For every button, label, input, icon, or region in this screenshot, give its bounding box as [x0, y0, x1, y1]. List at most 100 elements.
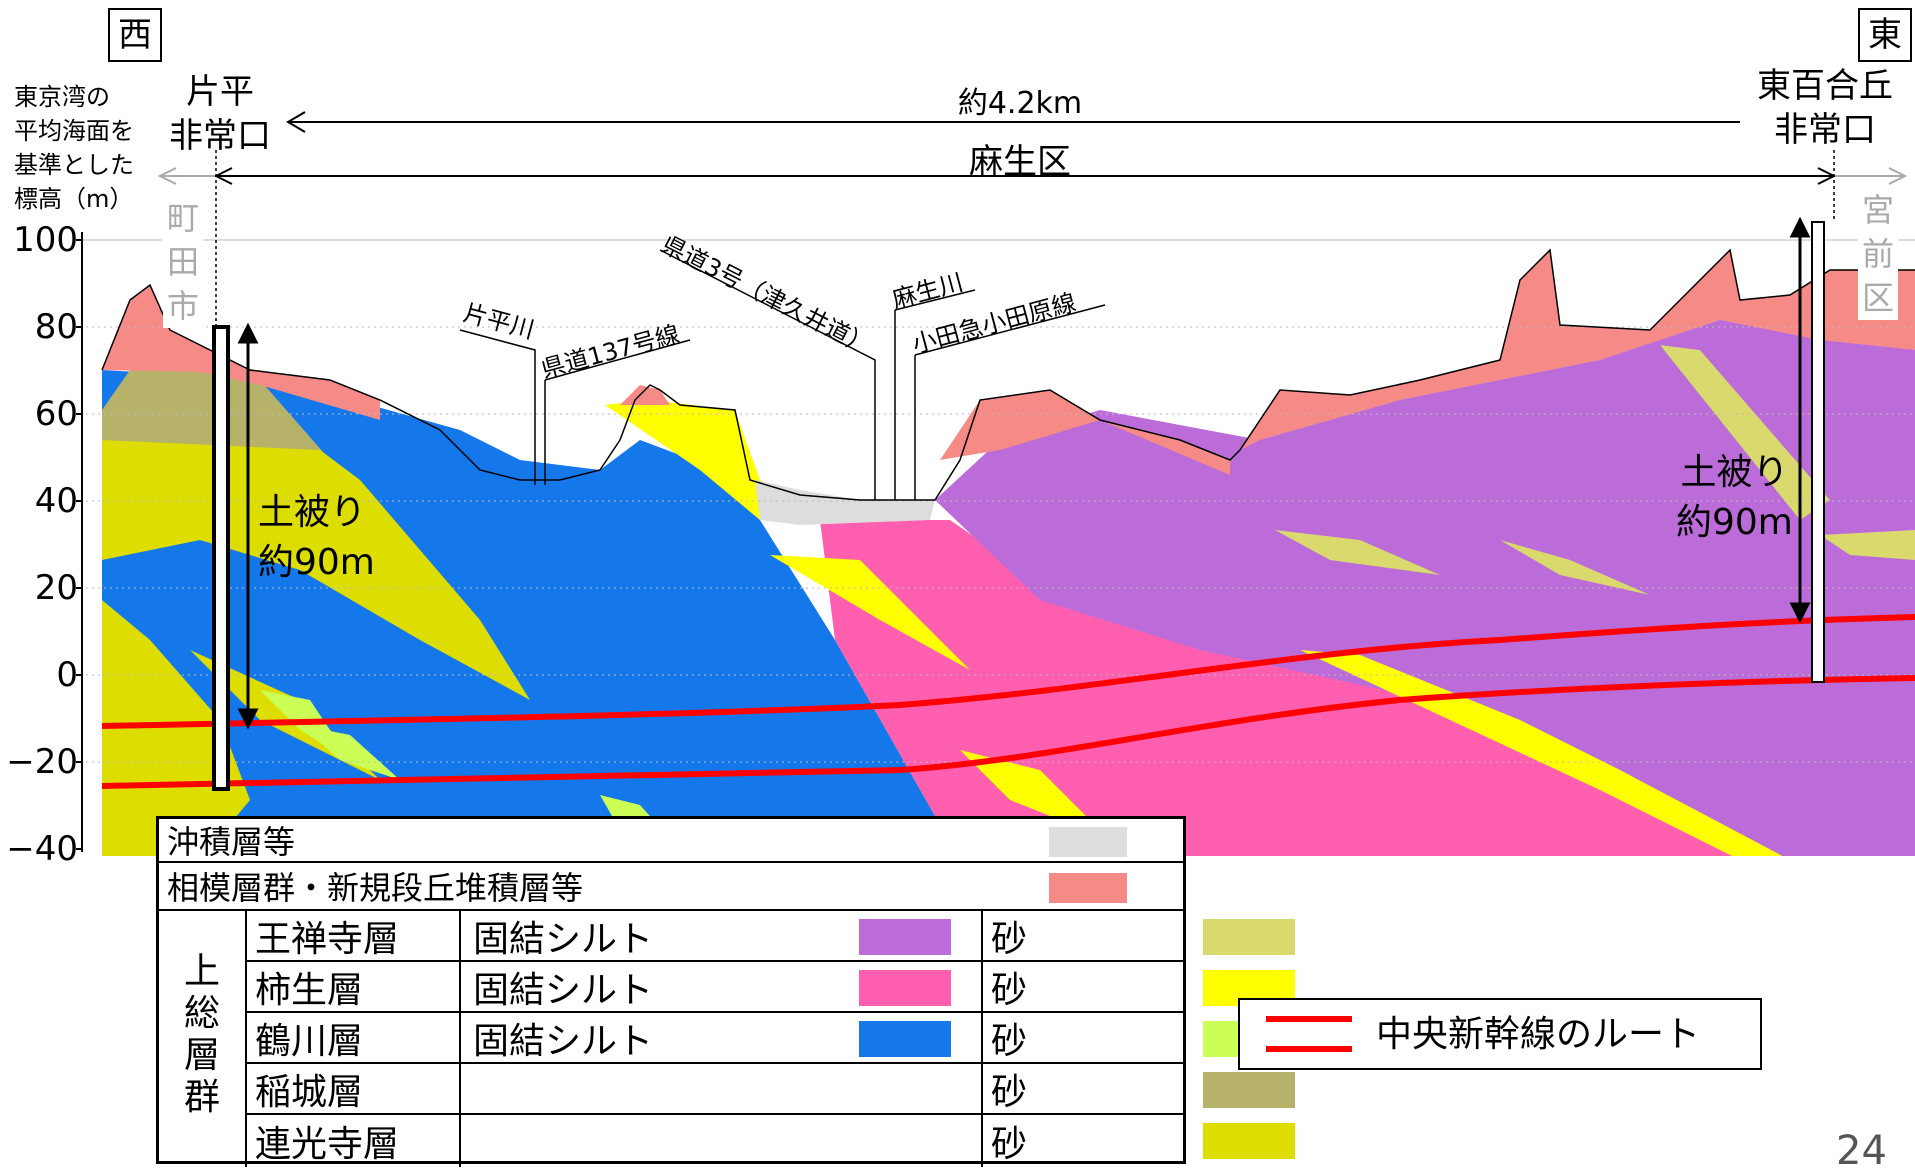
kakio-silt-lower	[860, 560, 1754, 856]
legend-group-char: 総	[183, 993, 220, 1034]
legend-formation-name: 連光寺層	[247, 1115, 461, 1167]
west-portal-line1: 片平	[186, 72, 254, 112]
west-cover-line2: 約90m	[258, 542, 375, 583]
west-neighbor-ward: 町 田 市	[163, 196, 203, 328]
renkoji-sand-layer	[102, 600, 250, 856]
legend-silt-label: 固結シルト	[473, 1020, 654, 1062]
y-tick-label: 20	[34, 568, 78, 608]
route-legend: 中央新幹線のルート	[1238, 998, 1762, 1070]
alluvium-layer	[755, 480, 935, 525]
legend-row-renkoji: 連光寺層 砂	[247, 1115, 1295, 1167]
sagami-layer	[940, 390, 1230, 475]
east-cover-line2: 約90m	[1676, 502, 1793, 543]
elevation-axis-title-line: 東京湾の	[14, 83, 110, 111]
east-portal-line1: 東百合丘	[1757, 66, 1893, 106]
y-tick-label: −40	[6, 829, 78, 869]
legend-row-tsurukawa: 鶴川層 固結シルト 砂	[247, 1013, 1295, 1064]
ozenji-sand-lens	[1500, 540, 1650, 595]
y-tick-label: 60	[34, 394, 78, 434]
legend-ozenji-silt-swatch	[859, 919, 951, 955]
west-neighbor-char: 田	[166, 243, 199, 281]
legend-row-ozenji: 王禅寺層 固結シルト 砂	[247, 911, 1295, 962]
elevation-axis-title-line: 基準とした	[14, 151, 134, 179]
legend-formation-name: 鶴川層	[247, 1013, 461, 1062]
y-tick-label: 40	[34, 481, 78, 521]
west-direction-box: 西	[108, 8, 162, 62]
west-portal-label: 片平 非常口	[160, 70, 280, 158]
ozenji-sand-lens	[1660, 345, 1830, 520]
legend-alluvium-label: 沖積層等	[167, 823, 296, 861]
legend-sand-label: 砂	[981, 962, 1186, 1011]
legend-ozenji-sand-swatch	[1203, 919, 1295, 955]
east-direction-box: 東	[1858, 8, 1912, 62]
sagami-layer	[102, 285, 380, 420]
east-direction-label: 東	[1868, 15, 1902, 55]
route-line-lower	[101, 675, 1915, 789]
legend-renkoji-sand-swatch	[1203, 1123, 1295, 1159]
east-cover-line1: 土被り	[1680, 452, 1789, 493]
tsurukawa-sand-lens	[300, 725, 400, 780]
route-line-upper	[101, 614, 1915, 729]
legend-row-inagi: 稲城層 砂	[247, 1064, 1295, 1115]
route-legend-label: 中央新幹線のルート	[1376, 1014, 1701, 1055]
legend-group-char: 層	[183, 1035, 220, 1076]
legend-formation-name: 稲城層	[247, 1064, 461, 1113]
legend-row-kakio: 柿生層 固結シルト 砂	[247, 962, 1295, 1013]
legend-silt-label: 固結シルト	[473, 969, 654, 1011]
legend-formation-name: 王禅寺層	[247, 911, 461, 960]
west-shaft	[212, 325, 230, 791]
east-cover-arrow	[1789, 216, 1811, 624]
legend-sand-label: 砂	[981, 911, 1186, 960]
legend-kakio-silt-swatch	[859, 970, 951, 1006]
legend-alluvium-swatch	[1049, 827, 1127, 857]
elevation-axis-title: 東京湾の 平均海面を 基準とした 標高（m）	[14, 80, 164, 216]
ozenji-silt-layer	[1230, 320, 1915, 500]
west-portal-line2: 非常口	[169, 116, 271, 156]
legend-sagami-label: 相模層群・新規段丘堆積層等	[167, 869, 584, 907]
y-tick-label: 80	[34, 307, 78, 347]
y-tick-label: 0	[56, 655, 78, 695]
route-legend-line-upper	[1266, 1016, 1352, 1022]
distance-arrow	[286, 111, 1740, 133]
feature-leaders	[459, 249, 1106, 500]
legend-silt-label: 固結シルト	[473, 918, 654, 960]
legend-tsurukawa-silt-swatch	[859, 1021, 951, 1057]
west-neighbor-char: 町	[166, 199, 199, 237]
west-direction-label: 西	[118, 15, 152, 55]
legend-row-sagami: 相模層群・新規段丘堆積層等	[159, 863, 1183, 911]
y-axis-ticks	[76, 239, 82, 850]
ozenji-sand-lens	[1275, 530, 1440, 575]
geologic-layers	[102, 220, 1915, 856]
legend-sagami-swatch	[1049, 873, 1127, 903]
kakio-sand-band	[1300, 650, 1783, 856]
east-neighbor-char: 区	[1861, 279, 1894, 317]
west-neighbor-char: 市	[166, 287, 199, 325]
route-legend-line-lower	[1266, 1046, 1352, 1052]
grid-lines	[80, 239, 1915, 763]
y-tick-label: −20	[6, 742, 78, 782]
east-neighbor-char: 宮	[1861, 191, 1894, 229]
legend-inagi-sand-swatch	[1203, 1072, 1295, 1108]
legend-row-alluvium: 沖積層等	[159, 819, 1183, 863]
east-portal-label: 東百合丘 非常口	[1740, 64, 1910, 152]
legend-kazusa-group-label: 上 総 層 群	[159, 911, 247, 1167]
west-cover-label: 土被り 約90m	[258, 488, 375, 588]
legend-formation-name: 柿生層	[247, 962, 461, 1011]
legend-group-char: 上	[183, 951, 220, 992]
renkoji-sand-layer	[102, 440, 530, 700]
page-number: 24	[1836, 1128, 1887, 1174]
elevation-axis-title-line: 平均海面を	[14, 117, 134, 145]
distance-label: 約4.2km	[957, 86, 1083, 121]
elevation-axis-title-line: 標高（m）	[14, 185, 134, 213]
ward-label: 麻生区	[969, 142, 1071, 182]
east-shaft	[1811, 221, 1825, 683]
legend-sand-label: 砂	[981, 1013, 1186, 1062]
west-cover-line1: 土被り	[258, 492, 367, 533]
east-neighbor-char: 前	[1861, 235, 1894, 273]
kakio-sand-band	[770, 555, 970, 670]
east-portal-line2: 非常口	[1774, 110, 1876, 150]
legend-group-char: 群	[183, 1077, 220, 1118]
ground-surface-line	[101, 248, 1915, 501]
legend-sand-label: 砂	[981, 1115, 1186, 1167]
